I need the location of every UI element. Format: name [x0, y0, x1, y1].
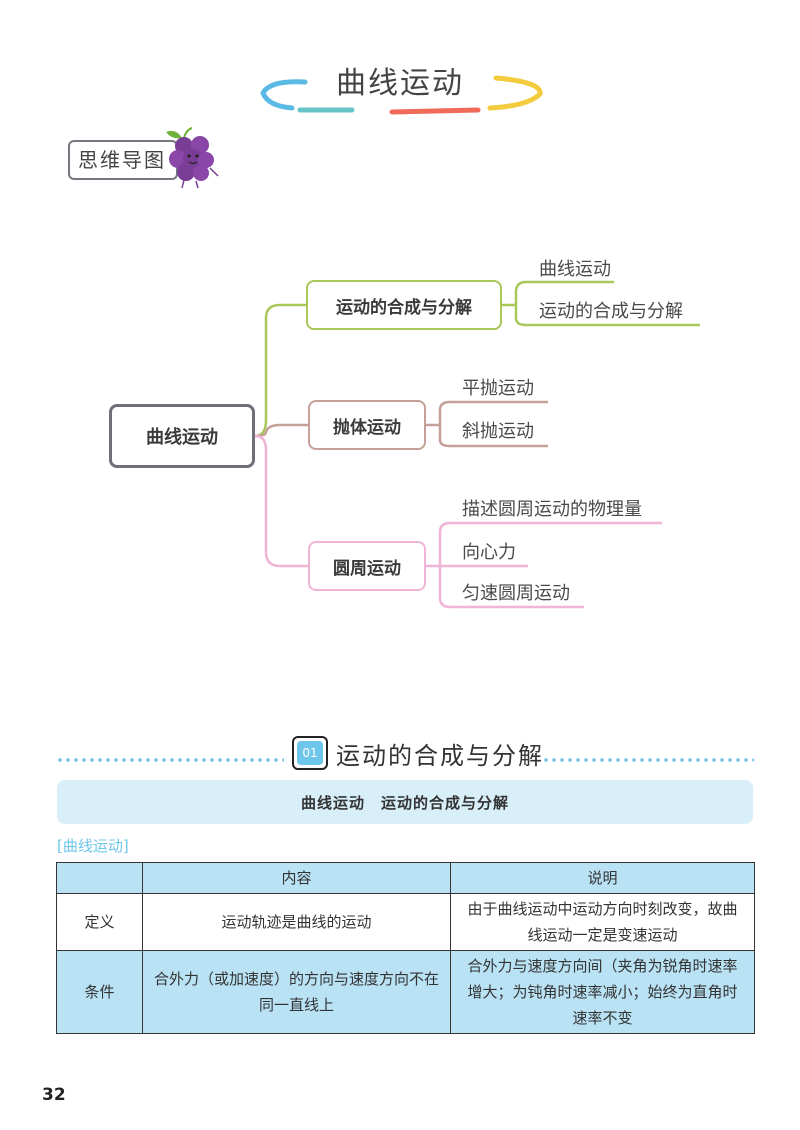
table-cell: 由于曲线运动中运动方向时刻改变，故曲线运动一定是变速运动: [450, 893, 755, 951]
page-number: 32: [42, 1085, 66, 1105]
topic-tag: [曲线运动]: [57, 837, 129, 855]
page-title: 曲线运动: [336, 66, 464, 101]
content-table: 内容 说明 定义 运动轨迹是曲线的运动 由于曲线运动中运动方向时刻改变，故曲线运…: [56, 862, 755, 1034]
table-cell: 定义: [56, 893, 143, 951]
mindmap-branch-synthesis: 运动的合成与分解: [306, 280, 502, 330]
table-cell: 条件: [56, 950, 143, 1034]
mindmap-leaf: 平抛运动: [462, 378, 534, 399]
table-cell: 合外力与速度方向间（夹角为锐角时速率增大；为钝角时速率减小；始终为直角时速率不变: [450, 950, 755, 1034]
mindmap-leaf: 曲线运动: [539, 259, 611, 280]
arc-yellow: [487, 75, 543, 111]
grape-icon: [166, 127, 219, 189]
mindmap-leaf: 运动的合成与分解: [539, 301, 683, 322]
title-decoration: [260, 75, 543, 115]
dotted-divider-right: [542, 758, 754, 762]
mindmap-leaf: 向心力: [462, 542, 516, 563]
table-row: 条件 合外力（或加速度）的方向与速度方向不在同一直线上 合外力与速度方向间（夹角…: [56, 950, 755, 1034]
mindmap-connectors: [254, 280, 700, 609]
line-red: [389, 107, 481, 115]
section-number-badge: 01: [292, 736, 328, 770]
table-row: 定义 运动轨迹是曲线的运动 由于曲线运动中运动方向时刻改变，故曲线运动一定是变速…: [56, 893, 755, 951]
table-cell: 合外力（或加速度）的方向与速度方向不在同一直线上: [142, 950, 451, 1034]
section-title: 运动的合成与分解: [336, 742, 544, 770]
table-header: 内容: [142, 862, 451, 894]
section-number: 01: [297, 741, 323, 765]
mindmap-leaf: 匀速圆周运动: [462, 583, 570, 604]
table-header: 说明: [450, 862, 755, 894]
section-subtitle-bar: 曲线运动 运动的合成与分解: [57, 780, 753, 824]
mindmap-badge: 思维导图: [68, 140, 178, 180]
table-header-row: 内容 说明: [56, 862, 755, 894]
section-subtitle: 曲线运动 运动的合成与分解: [300, 793, 509, 812]
mindmap-leaf: 描述圆周运动的物理量: [462, 499, 642, 520]
mindmap-branch-circular: 圆周运动: [308, 541, 426, 591]
table-header: [56, 862, 143, 894]
mindmap-branch-projectile: 抛体运动: [308, 400, 426, 450]
table-cell: 运动轨迹是曲线的运动: [142, 893, 451, 951]
dotted-divider-left: [56, 758, 284, 762]
arc-blue: [260, 79, 308, 111]
mindmap-root: 曲线运动: [109, 404, 255, 468]
mindmap-leaf: 斜抛运动: [462, 421, 534, 442]
